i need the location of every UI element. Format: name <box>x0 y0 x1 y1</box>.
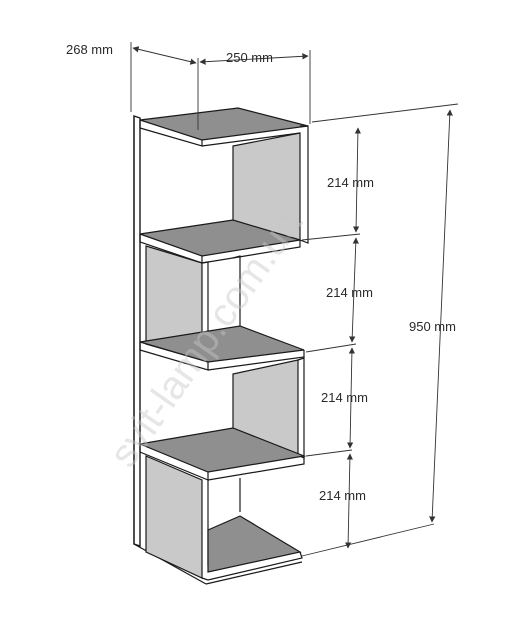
label-depth: 268 mm <box>66 42 113 57</box>
label-height: 950 mm <box>409 319 456 334</box>
module-2 <box>139 219 301 363</box>
label-section-4: 214 mm <box>319 488 366 503</box>
label-section-2: 214 mm <box>326 285 373 300</box>
label-width: 250 mm <box>226 50 273 65</box>
label-section-1: 214 mm <box>327 175 374 190</box>
dim-depth <box>130 42 199 130</box>
module-1 <box>139 107 309 244</box>
label-section-3: 214 mm <box>321 390 368 405</box>
module-3 <box>139 325 305 459</box>
module-4 <box>137 427 307 579</box>
dim-height <box>301 103 459 557</box>
module-base <box>201 515 303 585</box>
left-frame <box>133 115 207 585</box>
dim-sections <box>301 127 362 549</box>
dim-width <box>199 50 311 124</box>
